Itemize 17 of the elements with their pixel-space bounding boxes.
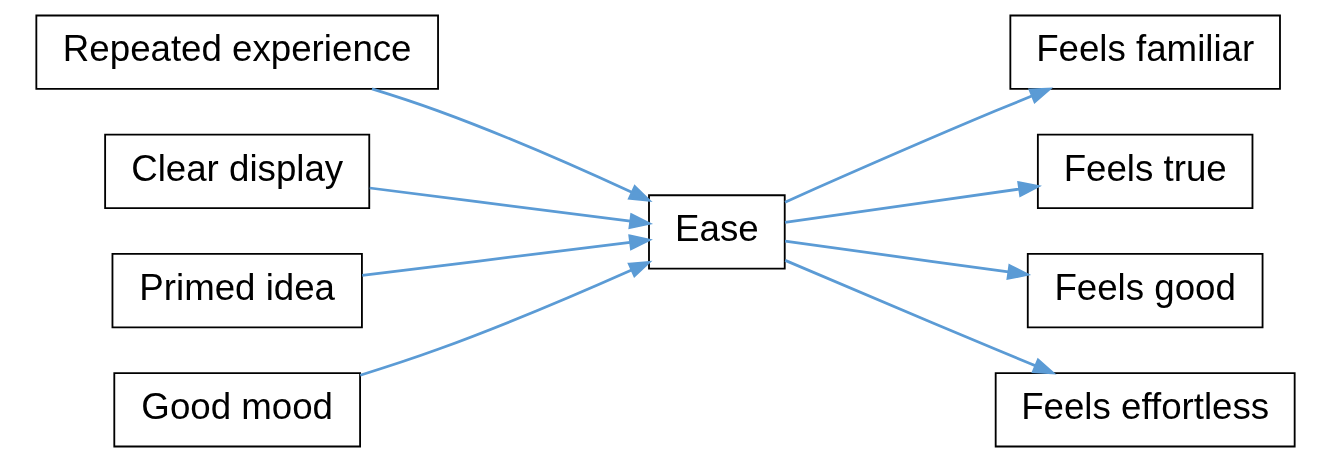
- arrow: [359, 260, 652, 377]
- node-box: Primed idea: [111, 253, 363, 329]
- node-box: Ease: [647, 194, 786, 270]
- arrow: [784, 259, 1057, 375]
- node-box: Feels familiar: [1008, 14, 1281, 90]
- node-box: Repeated experience: [34, 14, 439, 90]
- arrow: [784, 180, 1042, 224]
- node-box: Clear display: [103, 133, 370, 209]
- node-box: Feels true: [1036, 133, 1253, 209]
- arrow: [371, 87, 653, 202]
- arrow: [361, 234, 653, 277]
- arrow: [369, 186, 653, 230]
- node-box: Feels good: [1026, 253, 1263, 329]
- node-box: Feels effortless: [994, 372, 1296, 448]
- node-box: Good mood: [112, 372, 361, 448]
- arrow: [784, 239, 1031, 281]
- arrow: [783, 87, 1053, 204]
